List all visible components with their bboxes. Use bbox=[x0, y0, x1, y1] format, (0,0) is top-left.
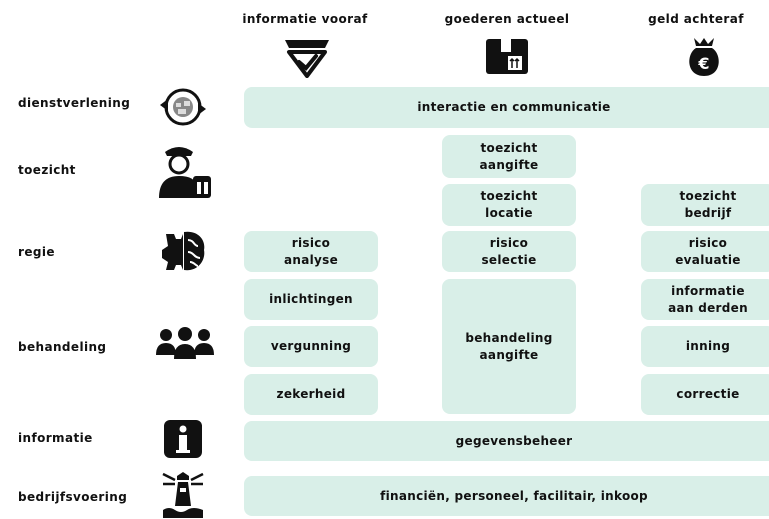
box-bedrijfsvoering-functies: financiën, personeel, facilitair, inkoop bbox=[244, 476, 769, 516]
box-vergunning: vergunning bbox=[244, 326, 378, 367]
info-icon bbox=[164, 420, 202, 458]
row-label-regie: regie bbox=[18, 245, 55, 259]
brain-gear-icon bbox=[162, 231, 205, 271]
box-inlichtingen: inlichtingen bbox=[244, 279, 378, 320]
euro-moneybag-icon: € bbox=[689, 38, 719, 76]
svg-text:€: € bbox=[697, 54, 709, 73]
box-label: gegevensbeheer bbox=[455, 433, 573, 448]
box-informatie-aan-derden: informatie aan derden bbox=[641, 279, 769, 320]
box-zekerheid: zekerheid bbox=[244, 374, 378, 415]
box-label: risico selectie bbox=[481, 235, 537, 267]
people-icon bbox=[156, 327, 214, 359]
box-label: risico analyse bbox=[283, 235, 339, 267]
box-icon bbox=[486, 39, 528, 74]
box-toezicht-bedrijf: toezicht bedrijf bbox=[641, 184, 769, 226]
column-header-geld-achteraf: geld achteraf bbox=[648, 12, 744, 26]
box-label: toezicht aangifte bbox=[479, 140, 539, 172]
box-gegevensbeheer: gegevensbeheer bbox=[244, 421, 769, 461]
box-label: informatie aan derden bbox=[668, 283, 748, 315]
box-label: inlichtingen bbox=[269, 292, 353, 306]
box-label: toezicht bedrijf bbox=[679, 189, 737, 220]
column-header-goederen-actueel: goederen actueel bbox=[444, 12, 570, 26]
row-label-informatie: informatie bbox=[18, 431, 93, 445]
box-toezicht-aangifte: toezicht aangifte bbox=[442, 135, 576, 178]
box-label: vergunning bbox=[270, 339, 352, 353]
row-label-toezicht: toezicht bbox=[18, 163, 76, 177]
box-behandeling-aangifte: behandeling aangifte bbox=[442, 279, 576, 414]
officer-icon bbox=[159, 147, 211, 198]
box-label: behandeling aangifte bbox=[465, 330, 553, 362]
globe-cycle-icon bbox=[160, 88, 206, 126]
column-header-informatie-vooraf: informatie vooraf bbox=[242, 12, 368, 26]
lighthouse-icon bbox=[162, 472, 204, 518]
row-label-dienstverlening: dienstverlening bbox=[18, 96, 131, 110]
box-risico-analyse: risico analyse bbox=[244, 231, 378, 272]
row-label-bedrijfsvoering: bedrijfsvoering bbox=[18, 490, 128, 504]
box-label: interactie en communicatie bbox=[417, 100, 611, 114]
box-toezicht-locatie: toezicht locatie bbox=[442, 184, 576, 226]
box-risico-selectie: risico selectie bbox=[442, 231, 576, 272]
box-inning: inning bbox=[641, 326, 769, 367]
row-label-behandeling: behandeling bbox=[18, 340, 107, 354]
box-correctie: correctie bbox=[641, 374, 769, 415]
box-interactie-en-communicatie: interactie en communicatie bbox=[244, 87, 769, 128]
ticket-check-icon bbox=[285, 40, 329, 78]
box-label: inning bbox=[685, 339, 731, 353]
box-risico-evaluatie: risico evaluatie bbox=[641, 231, 769, 272]
box-label: correctie bbox=[676, 387, 740, 401]
box-label: toezicht locatie bbox=[480, 189, 538, 220]
box-label: financiën, personeel, facilitair, inkoop bbox=[380, 488, 648, 503]
box-label: zekerheid bbox=[276, 387, 346, 401]
box-label: risico evaluatie bbox=[675, 235, 741, 267]
